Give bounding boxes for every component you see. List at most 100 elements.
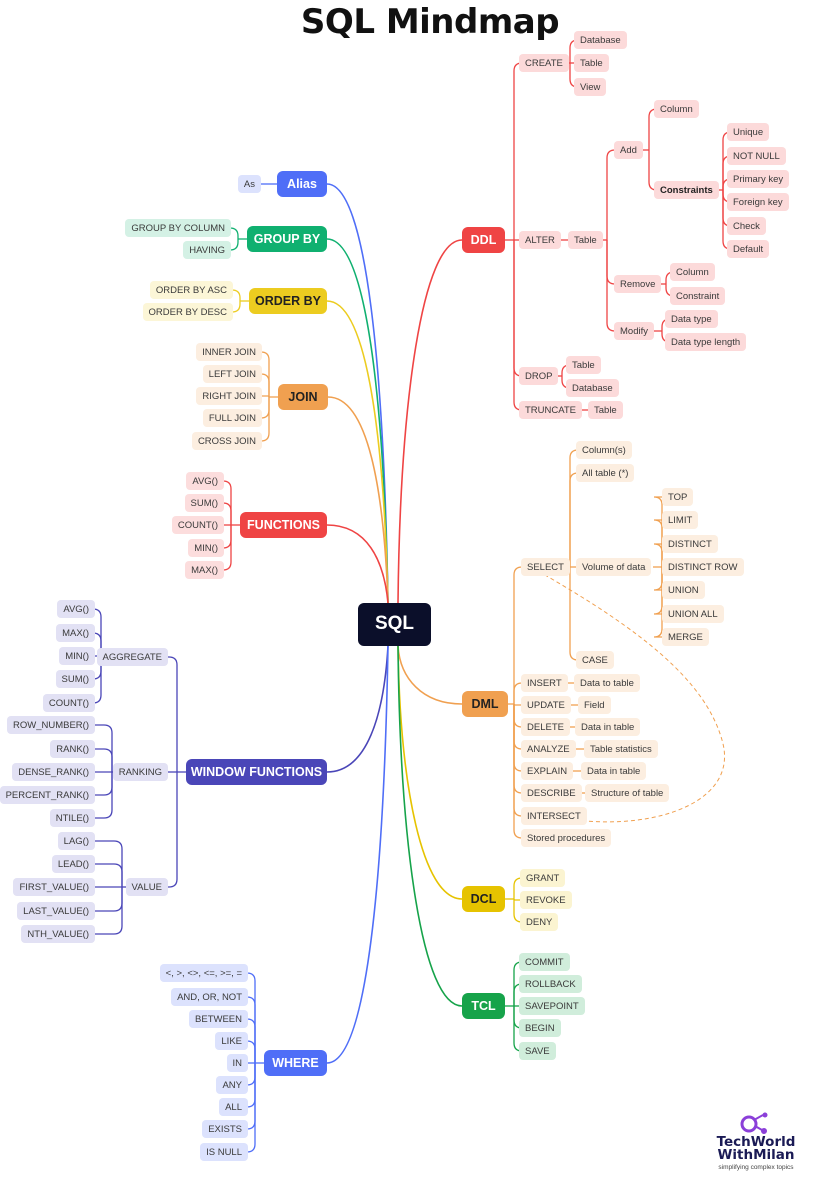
topic-group-by: GROUP BY	[247, 226, 327, 252]
topic-alias: Alias	[277, 171, 327, 197]
group-by-item-connector-0	[229, 227, 239, 239]
dml-intersect-select-link	[544, 574, 725, 823]
dml-volume-item: UNION	[662, 581, 705, 599]
dml-volume-connector-2	[653, 543, 663, 567]
edge-root-dml	[397, 645, 463, 705]
ddl-add-column: Column	[654, 100, 699, 118]
window-value-connector-4	[95, 887, 123, 935]
ddl-alter-table: Table	[568, 231, 603, 249]
topic-window: WINDOW FUNCTIONS	[186, 759, 327, 785]
brand-tagline: simplifying complex topics	[718, 1164, 794, 1171]
dml-select-all-table: All table (*)	[576, 464, 635, 482]
join-item-full-join: FULL JOIN	[202, 409, 262, 427]
edge-root-window	[326, 645, 389, 773]
dml-insert-detail: Data to table	[574, 674, 640, 692]
dml-volume-item: UNION ALL	[662, 605, 724, 623]
order-by-item-connector-1	[231, 301, 241, 313]
window-value-item: FIRST_VALUE()	[13, 878, 95, 896]
window-aggregate-item: MIN()	[59, 647, 95, 665]
ddl-drop-database: Database	[566, 379, 619, 397]
topic-ddl: DDL	[462, 227, 505, 253]
ddl-truncate-table: Table	[588, 401, 623, 419]
join-item-cross-join: CROSS JOIN	[191, 432, 262, 450]
ddl-create-view: View	[574, 78, 607, 96]
functions-item-avg: AVG()	[186, 472, 224, 490]
join-item-inner-join: INNER JOIN	[196, 343, 262, 361]
ddl-drop-node: DROP	[519, 367, 559, 385]
tcl-item-begin: BEGIN	[519, 1019, 561, 1037]
dml-insert-node: INSERT	[521, 674, 568, 692]
topic-tcl: TCL	[462, 993, 505, 1019]
page-title: SQL Mindmap	[300, 2, 560, 42]
dml-intersect-node: INTERSECT	[521, 807, 587, 825]
dml-volume-item: DISTINCT	[662, 535, 718, 553]
brand-name-line-2: WithMilan	[717, 1147, 795, 1163]
where-item-connector-3	[246, 1040, 256, 1063]
window-ranking-item: RANK()	[50, 740, 95, 758]
dml-update-detail: Field	[578, 696, 611, 714]
window-connector-value	[168, 772, 178, 888]
window-ranking-item: PERCENT_RANK()	[0, 786, 95, 804]
where-item-connector-7	[246, 1063, 256, 1130]
dml-select-connector-case	[569, 567, 579, 661]
where-item-connector-5	[246, 1063, 256, 1086]
topic-where: WHERE	[264, 1050, 327, 1076]
dml-volume-item: DISTINCT ROW	[662, 558, 744, 576]
tcl-item-savepoint: SAVEPOINT	[519, 997, 585, 1015]
window-aggregate-item: COUNT()	[42, 694, 95, 712]
window-ranking-item: NTILE()	[49, 809, 95, 827]
brand-name-line-1: TechWorld	[716, 1134, 796, 1150]
ddl-constraint-item: Primary key	[727, 170, 790, 188]
dml-select-node: SELECT	[521, 558, 570, 576]
where-item-exists: EXISTS	[202, 1120, 248, 1138]
ddl-alter-connector-add	[606, 149, 616, 240]
dml-select-volume: Volume of data	[576, 558, 652, 576]
ddl-constraint-item: Unique	[727, 123, 770, 141]
join-item-left-join: LEFT JOIN	[202, 365, 262, 383]
where-item-in: IN	[226, 1054, 248, 1072]
edge-root-dcl	[397, 645, 463, 900]
dml-select-case: CASE	[576, 651, 614, 669]
tcl-item-save: SAVE	[519, 1042, 556, 1060]
ddl-modify-data-type-length: Data type length	[665, 333, 747, 351]
topic-join: JOIN	[278, 384, 328, 410]
edge-root-where	[326, 645, 389, 1064]
topic-dml: DML	[462, 691, 508, 717]
edge-root-functions	[326, 524, 389, 604]
dml-volume-connector-1	[653, 519, 663, 567]
window-value-item: LAG()	[57, 832, 95, 850]
join-item-connector-3	[260, 397, 270, 419]
window-ranking-connector-1	[95, 748, 113, 772]
functions-item-min: MIN()	[188, 539, 224, 557]
edge-root-join	[327, 396, 389, 604]
join-item-connector-4	[260, 397, 270, 442]
edge-root-tcl	[397, 645, 463, 1007]
window-ranking-connector-0	[95, 724, 113, 772]
window-ranking-connector-4	[95, 772, 113, 819]
where-item-comparison-operators: <, >, <>, <=, >=, =	[159, 964, 248, 982]
dml-stored-procedures-node: Stored procedures	[521, 829, 612, 847]
dml-volume-connector-0	[653, 496, 663, 567]
dml-volume-item: MERGE	[662, 628, 709, 646]
dml-explain-node: EXPLAIN	[521, 762, 574, 780]
ddl-modify-data-type: Data type	[665, 310, 718, 328]
dml-describe-detail: Structure of table	[585, 784, 670, 802]
order-by-item-order-by-desc: ORDER BY DESC	[142, 303, 233, 321]
ddl-constraint-item: Foreign key	[727, 193, 789, 211]
window-aggregate-item: MAX()	[56, 624, 95, 642]
dml-analyze-detail: Table statistics	[584, 740, 658, 758]
functions-item-connector-3	[222, 525, 232, 549]
join-item-connector-1	[260, 373, 270, 397]
order-by-item-order-by-asc: ORDER BY ASC	[149, 281, 233, 299]
ddl-connector-drop	[513, 240, 523, 377]
where-item-is-null: IS NULL	[200, 1143, 248, 1161]
where-item-between: BETWEEN	[189, 1010, 248, 1028]
where-item-connector-1	[246, 996, 256, 1063]
functions-item-max: MAX()	[185, 561, 224, 579]
window-aggregate-item: AVG()	[57, 600, 95, 618]
where-item-like: LIKE	[215, 1032, 248, 1050]
dcl-item-grant: GRANT	[520, 869, 566, 887]
